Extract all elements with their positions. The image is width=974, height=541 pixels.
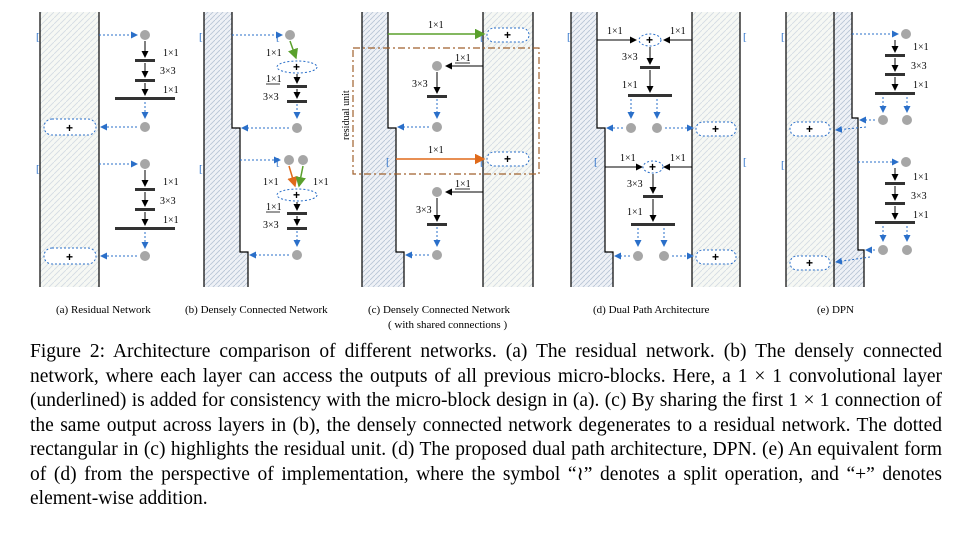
feature-node — [902, 245, 912, 255]
bracket-mark: [ — [199, 163, 203, 175]
layer-label: 1×1 — [913, 210, 929, 221]
add-symbol: + — [806, 256, 813, 270]
subcaption-c-line2: ( with shared connections ) — [388, 319, 507, 331]
feature-node — [432, 187, 442, 197]
layer-label: 3×3 — [263, 92, 279, 103]
layer-label: 1×1 — [670, 26, 686, 37]
add-symbol: + — [66, 250, 73, 264]
feature-node — [652, 123, 662, 133]
bracket-mark: [ — [36, 163, 40, 175]
add-symbol: + — [504, 28, 511, 42]
residual-unit-box — [352, 47, 540, 175]
feature-node — [298, 155, 308, 165]
figure-caption: Figure 2: Architecture comparison of dif… — [30, 341, 942, 509]
feature-node — [285, 30, 295, 40]
layer-label: 1×1 — [266, 48, 282, 59]
layer-label: 1×1 — [670, 153, 686, 164]
feature-node — [432, 61, 442, 71]
panel-residual-network: [ [ 1×1 3×3 1×1 + 1×1 3×3 1×1 + — [36, 12, 179, 287]
bracket-mark: [ — [480, 156, 484, 168]
feature-node — [878, 115, 888, 125]
feature-node — [292, 123, 302, 133]
feature-node — [292, 250, 302, 260]
feature-node — [901, 157, 911, 167]
architecture-figure: [ [ 1×1 3×3 1×1 + 1×1 3×3 1×1 + — [36, 12, 929, 331]
add-symbol: + — [649, 160, 656, 174]
feature-node — [901, 29, 911, 39]
bracket-mark: [ — [567, 31, 571, 43]
feature-node — [140, 30, 150, 40]
layer-label: 3×3 — [160, 196, 176, 207]
feature-node — [659, 251, 669, 261]
layer-label: 3×3 — [627, 179, 643, 190]
subcaption-d: (d) Dual Path Architecture — [593, 304, 709, 316]
feature-node — [284, 155, 294, 165]
feature-node — [432, 122, 442, 132]
bracket-mark: [ — [276, 156, 280, 168]
add-symbol: + — [66, 121, 73, 135]
add-symbol: + — [806, 122, 813, 136]
layer-label: 1×1 — [607, 26, 623, 37]
feature-node — [633, 251, 643, 261]
layer-label: 1×1 — [913, 172, 929, 183]
layer-label: 1×1 — [620, 153, 636, 164]
layer-label: 1×1 — [627, 207, 643, 218]
subcaption-c: (c) Densely Connected Network — [368, 304, 511, 316]
add-symbol: + — [712, 250, 719, 264]
feature-node — [140, 251, 150, 261]
layer-label: 1×1 — [266, 74, 282, 85]
feature-node — [140, 122, 150, 132]
feature-node — [626, 123, 636, 133]
layer-label: 1×1 — [163, 48, 179, 59]
layer-label: 3×3 — [412, 79, 428, 90]
feature-node — [140, 159, 150, 169]
layer-label: 1×1 — [163, 177, 179, 188]
bracket-mark: [ — [36, 31, 40, 43]
bracket-mark: [ — [276, 31, 280, 43]
add-symbol: + — [646, 33, 653, 47]
layer-label: 1×1 — [313, 177, 329, 188]
layer-label: 1×1 — [913, 42, 929, 53]
layer-label: 1×1 — [428, 145, 444, 156]
layer-label: 1×1 — [622, 80, 638, 91]
bracket-mark: [ — [199, 31, 203, 43]
layer-label: 3×3 — [911, 61, 927, 72]
bracket-mark: [ — [743, 31, 747, 43]
bracket-mark: [ — [743, 156, 747, 168]
feature-node — [902, 115, 912, 125]
layer-label: 1×1 — [163, 215, 179, 226]
bracket-mark: [ — [386, 156, 390, 168]
layer-label: 3×3 — [622, 52, 638, 63]
bracket-mark: [ — [480, 31, 484, 43]
layer-label: 1×1 — [163, 85, 179, 96]
add-symbol: + — [293, 188, 300, 202]
layer-label: 1×1 — [913, 80, 929, 91]
panel-dpn: [ [ 1×1 3×3 1×1 + 1×1 3×3 1×1 — [781, 12, 929, 287]
layer-label: 3×3 — [263, 220, 279, 231]
add-symbol: + — [504, 152, 511, 166]
bracket-mark: [ — [594, 156, 598, 168]
layer-label: 3×3 — [911, 191, 927, 202]
panel-densely-connected-shared: [ [ [ residual unit 1×1 + 1×1 3×3 1×1 + … — [341, 12, 540, 287]
add-symbol: + — [293, 60, 300, 74]
subcaption-e: (e) DPN — [817, 304, 854, 316]
layer-label: 1×1 — [266, 202, 282, 213]
subcaption-b: (b) Densely Connected Network — [185, 304, 328, 316]
layer-label: 1×1 — [455, 179, 471, 190]
feature-node — [878, 245, 888, 255]
layer-label: 3×3 — [416, 205, 432, 216]
feature-node — [432, 250, 442, 260]
layer-label: 3×3 — [160, 66, 176, 77]
subcaption-a: (a) Residual Network — [56, 304, 151, 316]
layer-label: 1×1 — [428, 20, 444, 31]
residual-path — [40, 12, 99, 287]
panel-dual-path-architecture: [ [ [ [ 1×1 1×1 + 3×3 1×1 + 1×1 1×1 + 3×… — [567, 12, 747, 287]
bracket-mark: [ — [781, 159, 785, 171]
layer-label: 1×1 — [455, 53, 471, 64]
layer-label: 1×1 — [263, 177, 279, 188]
panel-densely-connected-network: [ [ [ 1×1 + 1×1 3×3 [ 1×1 1×1 + 1×1 — [199, 12, 329, 287]
add-symbol: + — [712, 122, 719, 136]
bracket-mark: [ — [781, 31, 785, 43]
residual-unit-label: residual unit — [341, 90, 352, 140]
